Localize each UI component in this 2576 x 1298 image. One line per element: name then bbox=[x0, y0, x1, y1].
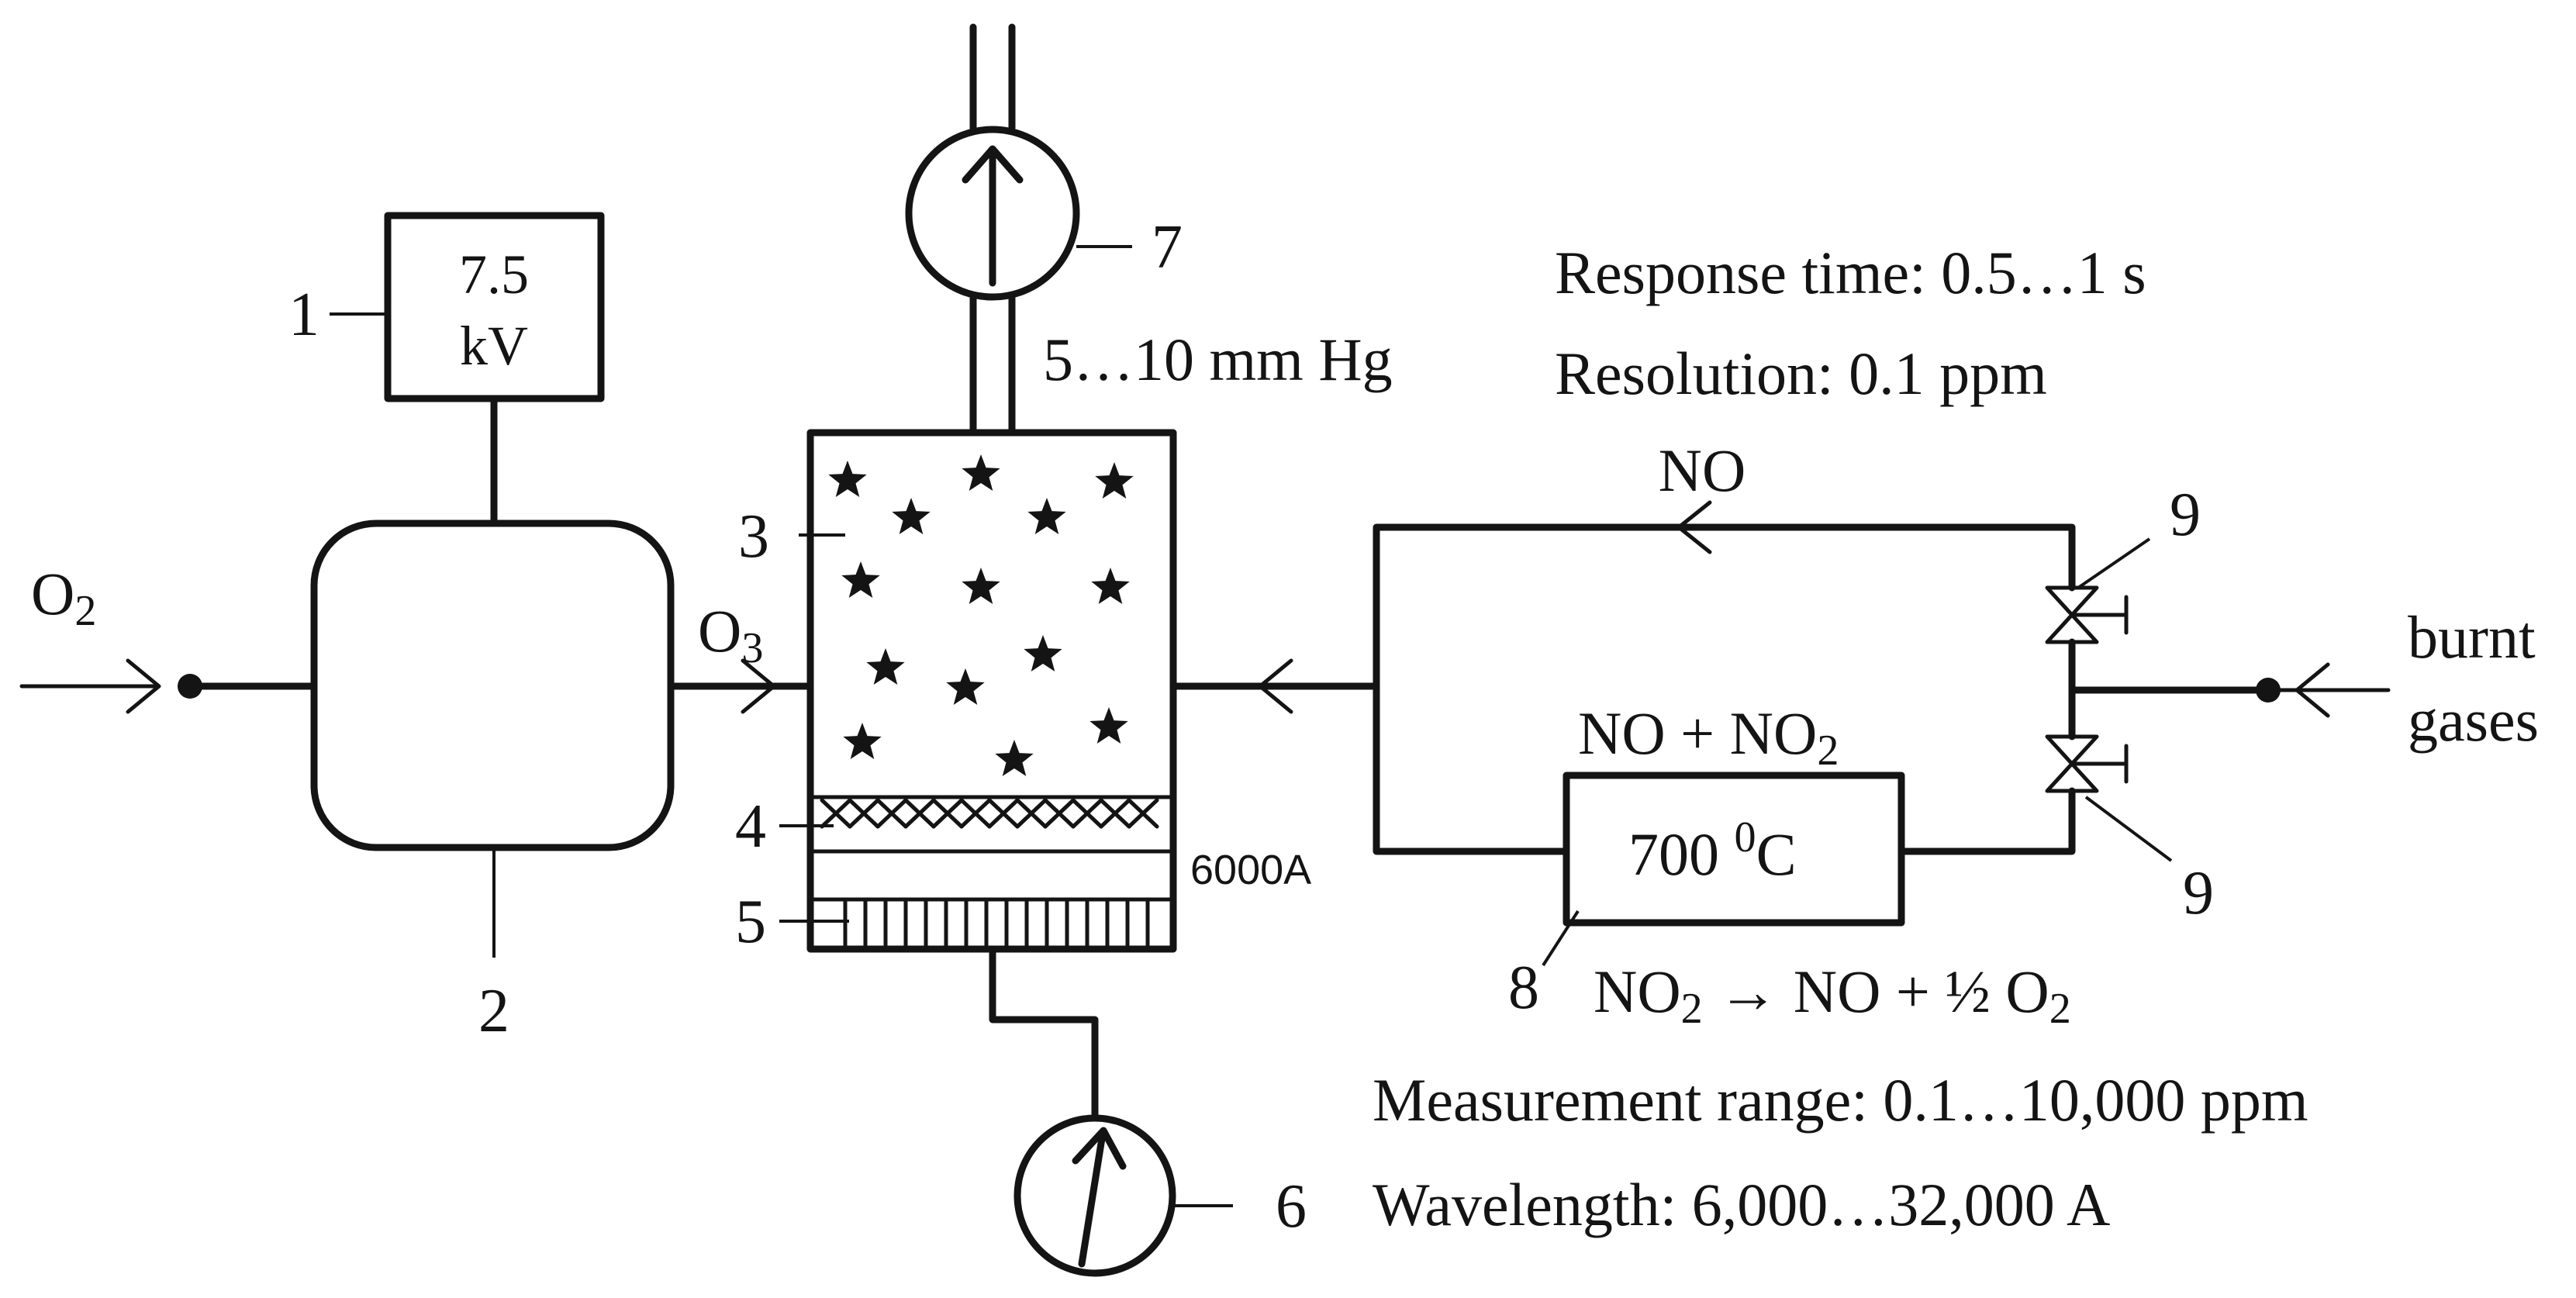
no-branch-pipe bbox=[1373, 523, 2076, 690]
vacuum-pump bbox=[905, 126, 1080, 301]
converter-temperature: 700 0C bbox=[1628, 813, 1797, 888]
star-14 bbox=[1089, 707, 1128, 744]
filter-wavelength: 6000A bbox=[1190, 847, 1311, 893]
star-11 bbox=[1024, 635, 1062, 671]
filter-hatch-b-2 bbox=[875, 798, 908, 829]
star-5 bbox=[1027, 498, 1066, 534]
filter-hatch-b-3 bbox=[903, 798, 936, 829]
valve-top[interactable] bbox=[2045, 585, 2129, 644]
nox-branch-pipe-right bbox=[1897, 787, 2076, 855]
label-5: 5 bbox=[735, 888, 766, 956]
label-9-top-leader bbox=[2077, 537, 2151, 589]
optical-filter bbox=[820, 798, 1159, 829]
power-supply-voltage: 7.5 bbox=[459, 243, 529, 306]
label-9-top: 9 bbox=[2170, 481, 2201, 549]
filter-hatch-b-0 bbox=[820, 798, 852, 829]
o3-arrow bbox=[741, 658, 776, 714]
label-7: 7 bbox=[1152, 213, 1183, 281]
filter-hatch-b-10 bbox=[1099, 798, 1131, 829]
o3-base: O bbox=[698, 597, 741, 665]
photomultiplier bbox=[843, 897, 1150, 951]
filter-hatch-b-5 bbox=[959, 798, 992, 829]
label-9-bottom-leader bbox=[2084, 796, 2173, 862]
reaction-chamber bbox=[806, 429, 1177, 953]
label-6: 6 bbox=[1276, 1172, 1307, 1241]
nox-branch-pipe-left bbox=[1373, 682, 1570, 855]
star-6 bbox=[841, 561, 880, 598]
label-1: 1 bbox=[288, 281, 319, 349]
valve-bottom-upper bbox=[2045, 734, 2099, 766]
burnt-gas-arrow bbox=[2295, 662, 2330, 718]
star-12 bbox=[843, 723, 882, 759]
o2-sub: 2 bbox=[74, 587, 96, 635]
star-13 bbox=[995, 740, 1034, 776]
star-1 bbox=[828, 461, 867, 497]
star-4 bbox=[892, 498, 931, 534]
pressure-label: 5…10 mm Hg bbox=[1043, 326, 1393, 393]
filter-hatch-b-6 bbox=[987, 798, 1020, 829]
spec-measurement-range: Measurement range: 0.1…10,000 ppm bbox=[1373, 1066, 2308, 1134]
burnt-gases-line2: gases bbox=[2408, 686, 2539, 754]
converter-reaction: NO2 → NO + ½ O2 bbox=[1594, 958, 2071, 1033]
o2-base: O bbox=[31, 560, 74, 627]
o3-sub: 3 bbox=[741, 624, 763, 672]
star-7 bbox=[962, 568, 1000, 604]
star-9 bbox=[866, 648, 905, 685]
ozone-generator bbox=[310, 520, 675, 851]
label-4: 4 bbox=[735, 792, 766, 861]
spec-wavelength: Wavelength: 6,000…32,000 A bbox=[1373, 1171, 2110, 1238]
filter-hatch-b-11 bbox=[1127, 798, 1159, 829]
chemiluminescence-stars bbox=[828, 454, 1134, 776]
filter-hatch-b-1 bbox=[848, 798, 880, 829]
label-8-leader bbox=[1542, 910, 1580, 967]
power-supply-unit: kV bbox=[460, 315, 528, 377]
label-9-bottom: 9 bbox=[2183, 859, 2214, 927]
spec-resolution: Resolution: 0.1 ppm bbox=[1555, 340, 2047, 407]
signal-meter bbox=[1013, 1114, 1176, 1277]
label-3: 3 bbox=[738, 502, 769, 571]
signal-meter-needle-head bbox=[1072, 1127, 1127, 1170]
sample-inlet-arrow bbox=[1258, 658, 1293, 714]
filter-hatch-b-8 bbox=[1043, 798, 1076, 829]
valve-bottom-lower bbox=[2045, 761, 2099, 793]
o2-inlet-arrow bbox=[126, 658, 161, 714]
star-3 bbox=[1095, 462, 1134, 499]
valve-top-lower bbox=[2045, 613, 2099, 644]
star-10 bbox=[946, 668, 985, 705]
signal-meter-needle bbox=[1078, 1130, 1107, 1268]
label-8: 8 bbox=[1508, 954, 1539, 1022]
nox-branch-label: NO + NO2 bbox=[1578, 699, 1839, 775]
o2-inlet-label: O2 bbox=[31, 560, 96, 635]
valve-top-upper bbox=[2045, 585, 2099, 617]
o3-label: O3 bbox=[698, 597, 763, 672]
star-2 bbox=[962, 454, 1000, 491]
label-2: 2 bbox=[478, 977, 509, 1045]
filter-hatch-b-9 bbox=[1071, 798, 1103, 829]
spec-response-time: Response time: 0.5…1 s bbox=[1555, 239, 2146, 306]
valve-bottom[interactable] bbox=[2045, 734, 2129, 793]
filter-hatch-b-4 bbox=[931, 798, 964, 829]
vacuum-pump-arrow-head bbox=[962, 145, 1024, 184]
no-branch-label: NO bbox=[1659, 437, 1746, 504]
star-8 bbox=[1091, 568, 1130, 604]
signal-cable bbox=[989, 945, 1099, 1122]
burnt-gases-line1: burnt bbox=[2408, 603, 2536, 671]
filter-hatch-b-7 bbox=[1015, 798, 1048, 829]
no-branch-arrow bbox=[1676, 500, 1712, 554]
